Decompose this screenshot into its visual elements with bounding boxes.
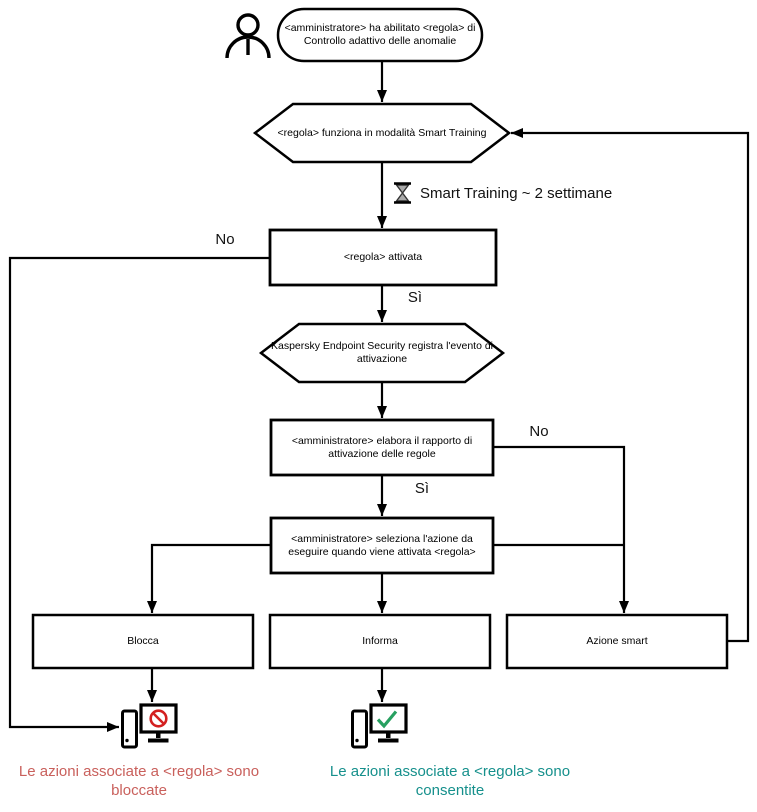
administrator-icon <box>225 13 271 59</box>
inform-node-line: Informa <box>362 635 398 647</box>
edge-report-no <box>493 445 629 613</box>
check-icon <box>376 710 398 729</box>
smart-action-box-shape <box>505 613 729 670</box>
edge-smart-feedback-loop <box>511 128 750 643</box>
smart-training-node: <regola> funziona in modalità Smart Trai… <box>262 104 502 162</box>
kes-registers-line: attivazione <box>356 353 408 365</box>
hourglass-icon <box>394 182 411 204</box>
smart-training-hexagon <box>252 102 512 164</box>
start-node-shape <box>276 7 484 63</box>
start-node-line: <amministratore> ha abilitato <regola> d… <box>284 22 476 34</box>
block-box-shape <box>31 613 255 670</box>
admin-selects-line: eseguire quando viene attivata <regola> <box>288 545 476 558</box>
no-label-left: No <box>215 231 235 248</box>
admin-report-node: <amministratore> elabora il rapporto di … <box>271 420 493 475</box>
kes-registers-line: Kaspersky Endpoint Security registra l'e… <box>270 340 494 352</box>
outcome-allowed-text: Le azioni associate a <regola> sono cons… <box>318 762 582 800</box>
admin-report-line: attivazione delle regole <box>328 447 436 460</box>
rule-activated-node: <regola> attivata <box>270 230 496 285</box>
edge-selects-to-block <box>147 543 271 613</box>
smart-action-node: Azione smart <box>507 615 727 668</box>
outcome-blocked-line: bloccate <box>111 782 167 799</box>
inform-node: Informa <box>270 615 490 668</box>
kes-registers-hexagon <box>258 322 506 384</box>
smart-action-line: Azione smart <box>586 635 648 647</box>
outcome-allowed-line: Le azioni associate a <regola> sono <box>329 763 571 780</box>
admin-report-line: <amministratore> elabora il rapporto di <box>291 434 473 447</box>
admin-selects-shape <box>269 516 495 575</box>
admin-selects-line: <amministratore> seleziona l'azione da <box>291 532 473 545</box>
start-node: <amministratore> ha abilitato <regola> d… <box>278 9 482 61</box>
block-node-line: Blocca <box>127 635 159 647</box>
yes-label-report: Sì <box>414 480 430 497</box>
prohibit-icon <box>149 709 168 728</box>
training-duration-label: Smart Training ~ 2 settimane <box>420 185 613 202</box>
rule-activated-shape <box>268 228 498 287</box>
rule-activated-line: <regola> attivata <box>343 251 423 263</box>
edge-activated-no-loop <box>8 256 270 732</box>
yes-label-activation: Sì <box>407 289 423 306</box>
computer-allowed-icon <box>351 703 408 749</box>
smart-training-line: <regola> funziona in modalità Smart Trai… <box>277 126 487 139</box>
block-node: Blocca <box>33 615 253 668</box>
admin-selects-node: <amministratore> seleziona l'azione da e… <box>271 518 493 573</box>
computer-blocked-icon <box>121 703 178 749</box>
connector-lines <box>8 62 750 732</box>
no-label-report: No <box>529 423 549 440</box>
start-node-line: Controllo adattivo delle anomalie <box>303 35 457 47</box>
kes-registers-node: Kaspersky Endpoint Security registra l'e… <box>270 324 494 382</box>
outcome-blocked-text: Le azioni associate a <regola> sono bloc… <box>2 762 276 800</box>
outcome-blocked-line: Le azioni associate a <regola> sono <box>18 763 260 780</box>
inform-box-shape <box>268 613 492 670</box>
outcome-allowed-line: consentite <box>415 782 485 799</box>
